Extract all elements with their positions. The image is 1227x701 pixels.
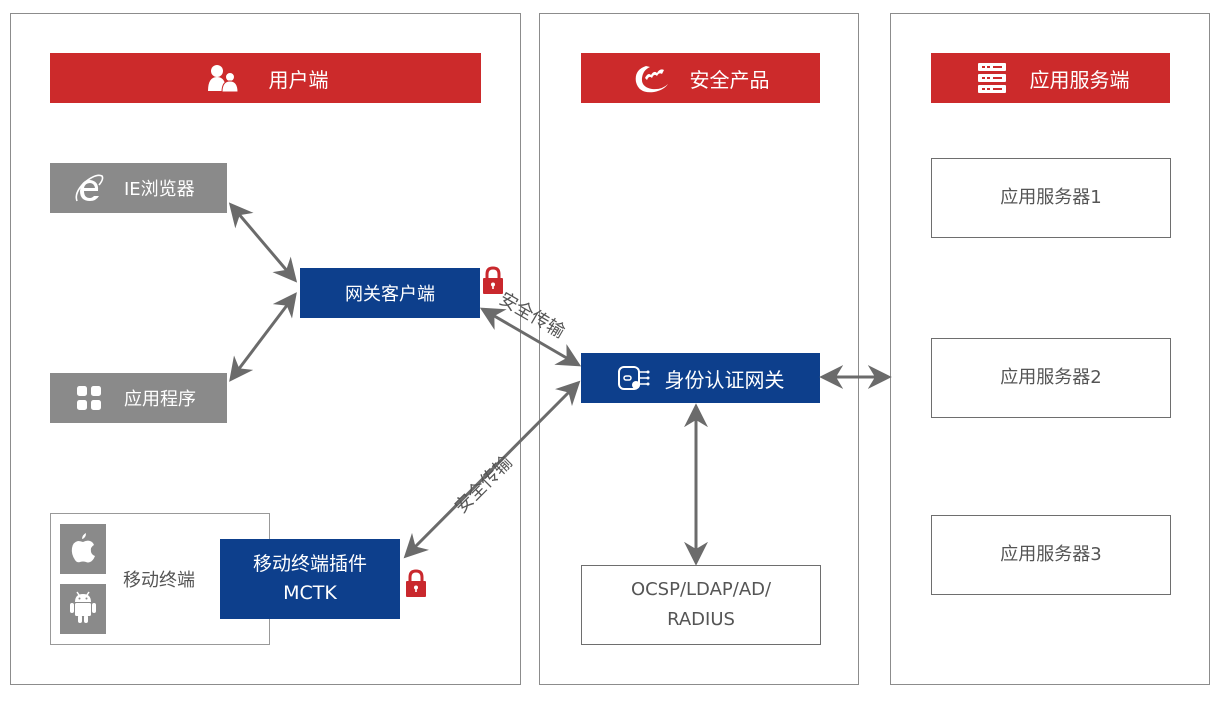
directory-services-line1: OCSP/LDAP/AD/ <box>630 579 772 600</box>
directory-services-node[interactable]: OCSP/LDAP/AD/ RADIUS <box>581 565 821 645</box>
ie-browser-label: IE浏览器 <box>124 179 195 200</box>
lock-icon <box>482 266 504 296</box>
auth-gateway-label: 身份认证网关 <box>664 367 785 392</box>
users-icon <box>203 60 243 96</box>
app-grid-icon <box>72 381 106 415</box>
gateway-icon <box>617 364 651 392</box>
app-server-1-label: 应用服务器1 <box>1000 187 1102 208</box>
security-product-title: 安全产品 <box>689 67 770 92</box>
app-server-header: 应用服务端 <box>931 53 1170 103</box>
gateway-client-node[interactable]: 网关客户端 <box>300 268 480 318</box>
user-side-title: 用户端 <box>268 67 329 92</box>
apple-icon <box>70 531 96 567</box>
auth-gateway-node[interactable]: 身份认证网关 <box>581 353 820 403</box>
ie-browser-icon <box>72 171 106 205</box>
app-server-2-label: 应用服务器2 <box>1000 367 1102 388</box>
user-side-header: 用户端 <box>50 53 481 103</box>
app-server-3-label: 应用服务器3 <box>1000 544 1102 565</box>
gateway-client-label: 网关客户端 <box>345 284 435 305</box>
mobile-plugin-code: MCTK <box>283 582 337 604</box>
security-product-header: 安全产品 <box>581 53 820 103</box>
android-icon <box>69 590 97 628</box>
app-server-title: 应用服务端 <box>1029 67 1130 92</box>
mobile-terminal-label: 移动终端 <box>123 570 195 591</box>
mobile-plugin-label: 移动终端插件 <box>252 553 367 575</box>
android-os-tile <box>60 584 106 634</box>
apple-os-tile <box>60 524 106 574</box>
app-server-3[interactable]: 应用服务器3 <box>931 515 1171 595</box>
brand-logo-icon <box>632 60 672 96</box>
lock-icon <box>405 569 427 599</box>
ie-browser-node[interactable]: IE浏览器 <box>50 163 227 213</box>
app-server-2[interactable]: 应用服务器2 <box>931 338 1171 418</box>
server-rack-icon <box>972 60 1012 96</box>
app-server-1[interactable]: 应用服务器1 <box>931 158 1171 238</box>
application-node[interactable]: 应用程序 <box>50 373 227 423</box>
directory-services-line2: RADIUS <box>667 609 735 630</box>
mobile-plugin-node[interactable]: 移动终端插件 MCTK <box>220 539 400 619</box>
application-label: 应用程序 <box>124 389 196 410</box>
